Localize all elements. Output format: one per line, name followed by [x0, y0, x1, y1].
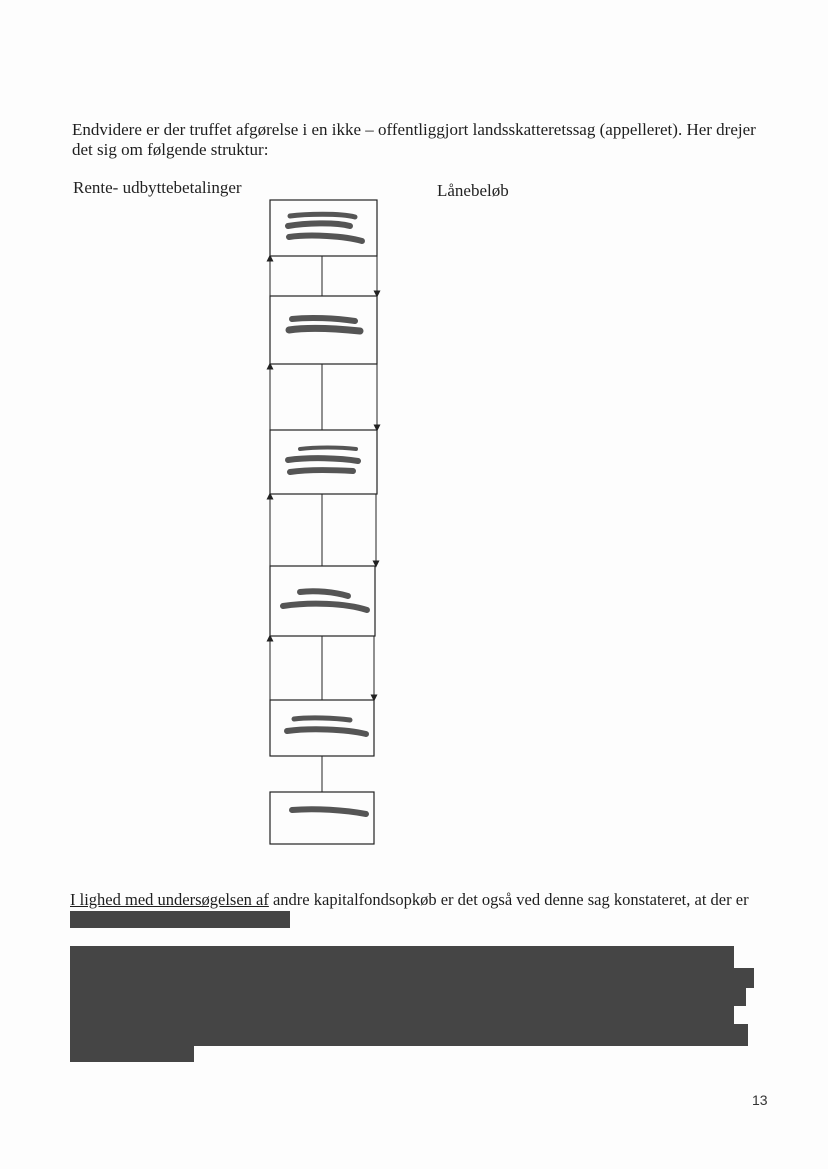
- page-number: 13: [752, 1092, 768, 1108]
- conclusion-paragraph: I lighed med undersøgelsen af andre kapi…: [70, 890, 770, 910]
- redaction-mark: [284, 715, 369, 737]
- entity-box-4: [269, 565, 376, 637]
- redaction-block: [734, 988, 746, 1006]
- conclusion-underlined-text: I lighed med undersøgelsen af: [70, 890, 269, 909]
- connectors: [266, 254, 381, 792]
- redaction-block: [70, 1046, 194, 1062]
- entity-box-1: [269, 199, 378, 257]
- entity-box-5: [269, 699, 375, 757]
- redaction-mark: [280, 588, 370, 613]
- entity-box-3: [269, 429, 378, 495]
- conclusion-text: andre kapitalfondsopkøb er det også ved …: [268, 890, 749, 909]
- diagram-right-label: Lånebeløb: [437, 181, 509, 200]
- redaction-mark: [285, 211, 365, 244]
- redaction-block: [70, 946, 734, 1046]
- redaction-mark: [285, 445, 361, 475]
- entity-box-6: [269, 791, 375, 845]
- redaction-mark: [289, 806, 369, 817]
- redaction-mark: [285, 314, 364, 335]
- redaction-block: [70, 911, 290, 928]
- redaction-block: [734, 1024, 748, 1046]
- diagram-left-label: Rente- udbyttebetalinger: [73, 178, 242, 197]
- entity-box-2: [269, 295, 378, 365]
- intro-paragraph: Endvidere er der truffet afgørelse i en …: [72, 120, 756, 159]
- redaction-block: [734, 968, 754, 988]
